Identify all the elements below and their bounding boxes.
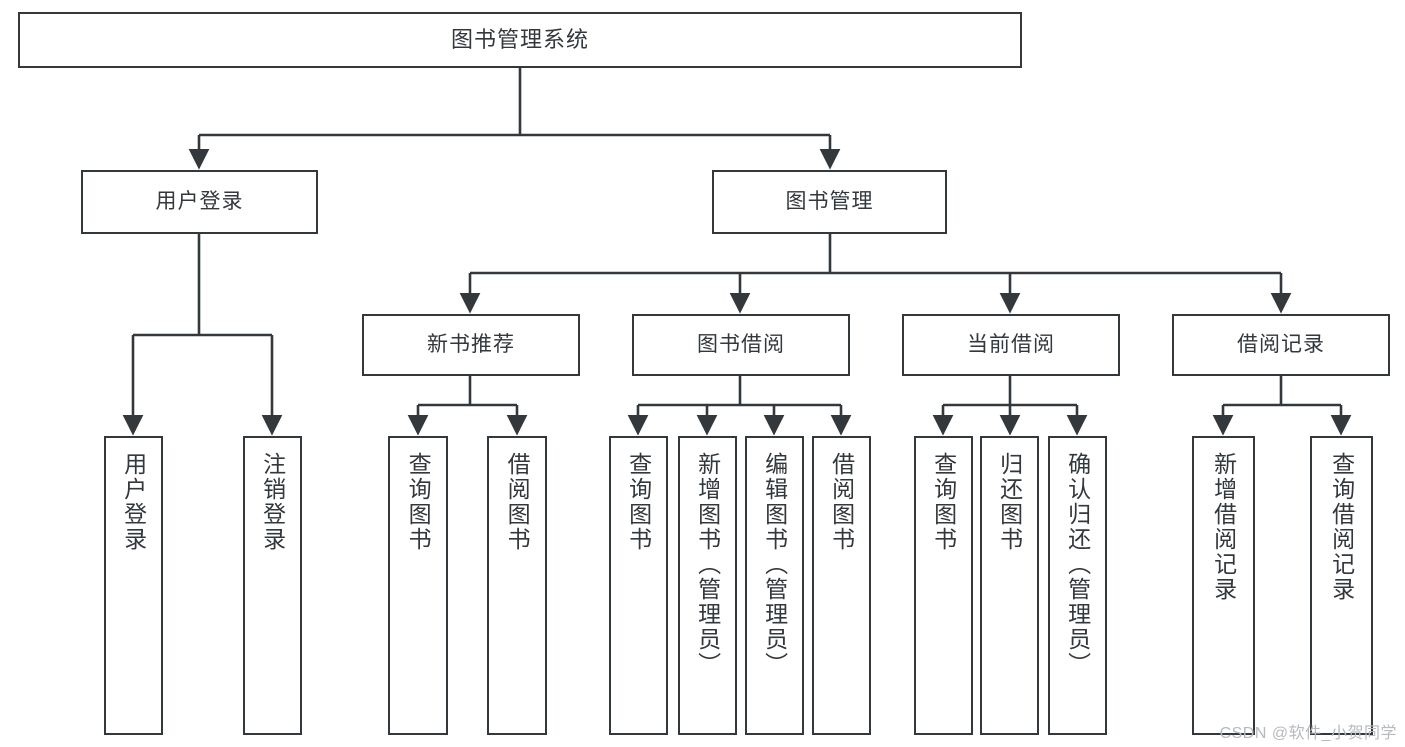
leaf-user-logout-label: 注销登录 xyxy=(259,452,286,552)
leaf-user-login-label: 用户登录 xyxy=(120,452,147,552)
node-book-management[interactable]: 图书管理 xyxy=(712,170,947,234)
node-book-borrow[interactable]: 图书借阅 xyxy=(632,314,850,376)
leaf-user-login[interactable]: 用户登录 xyxy=(104,436,163,735)
leaf-current-query-book[interactable]: 查询图书 xyxy=(914,436,973,735)
leaf-newbook-borrow-book[interactable]: 借阅图书 xyxy=(487,436,547,735)
node-user-login-label: 用户登录 xyxy=(155,189,244,213)
leaf-user-logout[interactable]: 注销登录 xyxy=(243,436,302,735)
node-current-borrow[interactable]: 当前借阅 xyxy=(902,314,1120,376)
node-new-book-recommend-label: 新书推荐 xyxy=(427,332,515,356)
leaf-borrow-edit-book-admin[interactable]: 编辑图书（管理员） xyxy=(745,436,804,735)
leaf-current-confirm-return-admin-label: 确认归还（管理员） xyxy=(1064,452,1091,677)
leaf-borrow-query-book[interactable]: 查询图书 xyxy=(609,436,668,735)
leaf-borrow-add-book-admin[interactable]: 新增图书（管理员） xyxy=(678,436,737,735)
leaf-current-return-book-label: 归还图书 xyxy=(996,452,1023,552)
leaf-current-confirm-return-admin[interactable]: 确认归还（管理员） xyxy=(1048,436,1107,735)
node-book-management-label: 图书管理 xyxy=(785,189,874,213)
leaf-borrow-add-book-admin-label: 新增图书（管理员） xyxy=(694,452,721,677)
leaf-borrow-query-book-label: 查询图书 xyxy=(625,452,652,552)
leaf-record-query-record-label: 查询借阅记录 xyxy=(1328,452,1355,602)
node-root[interactable]: 图书管理系统 xyxy=(18,12,1022,68)
leaf-borrow-edit-book-admin-label: 编辑图书（管理员） xyxy=(761,452,788,677)
node-borrow-record-label: 借阅记录 xyxy=(1237,332,1325,356)
node-current-borrow-label: 当前借阅 xyxy=(967,332,1055,356)
leaf-record-add-record[interactable]: 新增借阅记录 xyxy=(1192,436,1255,735)
leaf-current-return-book[interactable]: 归还图书 xyxy=(980,436,1039,735)
leaf-record-add-record-label: 新增借阅记录 xyxy=(1210,452,1237,602)
node-user-login[interactable]: 用户登录 xyxy=(81,170,318,234)
node-root-label: 图书管理系统 xyxy=(450,27,589,53)
leaf-borrow-lend-book-label: 借阅图书 xyxy=(828,452,855,552)
leaf-record-query-record[interactable]: 查询借阅记录 xyxy=(1310,436,1373,735)
leaf-current-query-book-label: 查询图书 xyxy=(930,452,957,552)
node-new-book-recommend[interactable]: 新书推荐 xyxy=(362,314,580,376)
leaf-newbook-borrow-book-label: 借阅图书 xyxy=(504,452,531,552)
leaf-borrow-lend-book[interactable]: 借阅图书 xyxy=(812,436,871,735)
leaf-newbook-query-book-label: 查询图书 xyxy=(405,452,432,552)
csdn-watermark: CSDN @软件_小贺同学 xyxy=(1219,725,1397,742)
leaf-newbook-query-book[interactable]: 查询图书 xyxy=(388,436,448,735)
node-book-borrow-label: 图书借阅 xyxy=(697,332,785,356)
node-borrow-record[interactable]: 借阅记录 xyxy=(1172,314,1390,376)
